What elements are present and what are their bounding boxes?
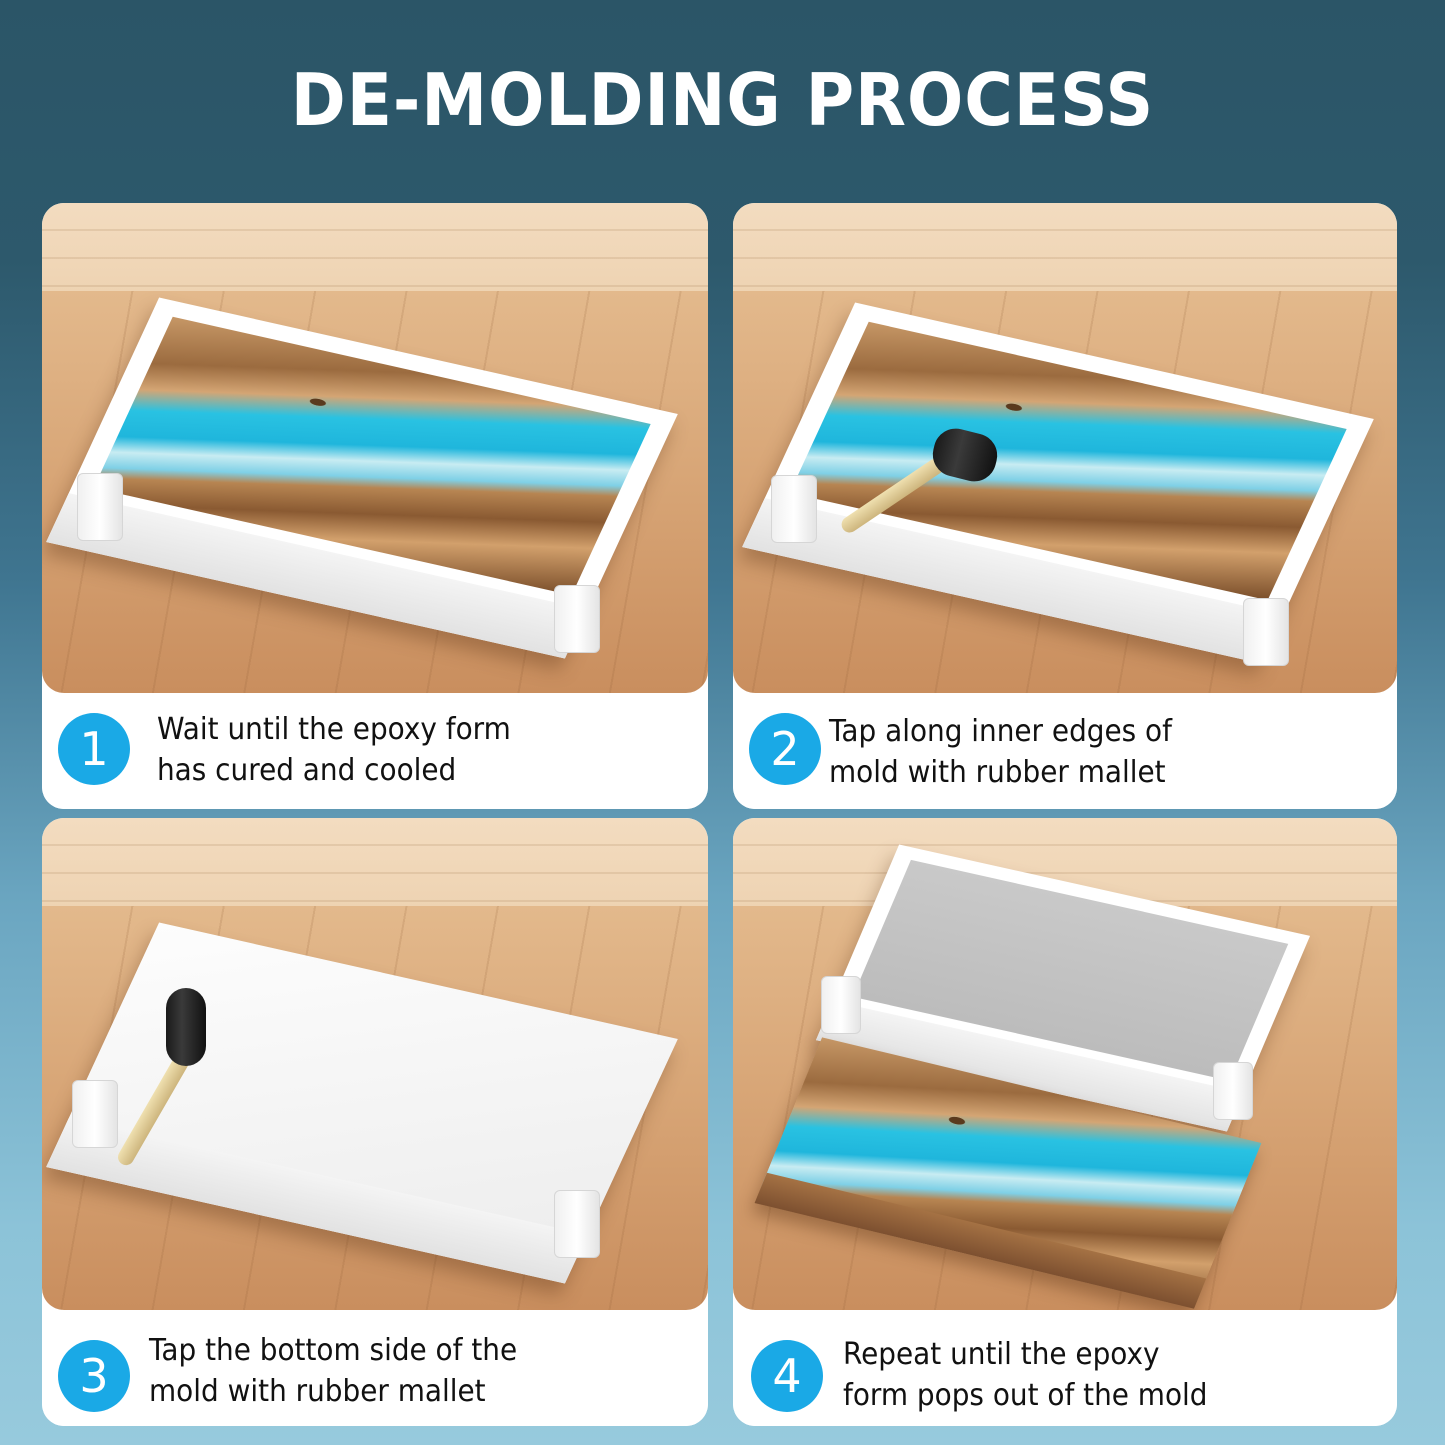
wooden-wall [42,818,708,908]
mold-corner-clip [554,585,600,653]
mold-corner-clip [771,475,817,543]
mold-corner-clip [77,473,123,541]
step-2-caption: 2 Tap along inner edges of mold with rub… [733,693,1397,809]
step-card-4: 4 Repeat until the epoxy form pops out o… [733,818,1397,1426]
wooden-wall [733,203,1397,293]
step-number-badge: 4 [751,1340,823,1412]
mold-corner-clip [1243,598,1289,666]
page-title: DE-MOLDING PROCESS [290,58,1155,142]
mold-corner-clip [1213,1062,1253,1120]
step-number-badge: 2 [749,713,821,785]
mold-corner-clip [554,1190,600,1258]
step-1-illustration [42,203,708,693]
step-4-text: Repeat until the epoxy form pops out of … [843,1337,1208,1413]
step-4-caption: 4 Repeat until the epoxy form pops out o… [733,1310,1397,1426]
rubber-mallet-icon [838,423,1043,543]
mold-corner-clip [821,976,861,1034]
mold-corner-clip [72,1080,118,1148]
step-2-text: Tap along inner edges of mold with rubbe… [829,714,1172,790]
step-number-badge: 1 [58,713,130,785]
step-card-1: 1 Wait until the epoxy form has cured an… [42,203,708,809]
step-2-illustration [733,203,1397,693]
wooden-wall [42,203,708,293]
step-3-illustration [42,818,708,1310]
step-1-text: Wait until the epoxy form has cured and … [157,712,511,788]
rubber-mallet-icon [115,988,242,1188]
step-3-caption: 3 Tap the bottom side of the mold with r… [42,1310,708,1426]
step-3-text: Tap the bottom side of the mold with rub… [149,1333,518,1409]
step-1-caption: 1 Wait until the epoxy form has cured an… [42,693,708,809]
step-card-2: 2 Tap along inner edges of mold with rub… [733,203,1397,809]
step-4-illustration [733,818,1397,1310]
step-number-badge: 3 [58,1340,130,1412]
step-card-3: 3 Tap the bottom side of the mold with r… [42,818,708,1426]
